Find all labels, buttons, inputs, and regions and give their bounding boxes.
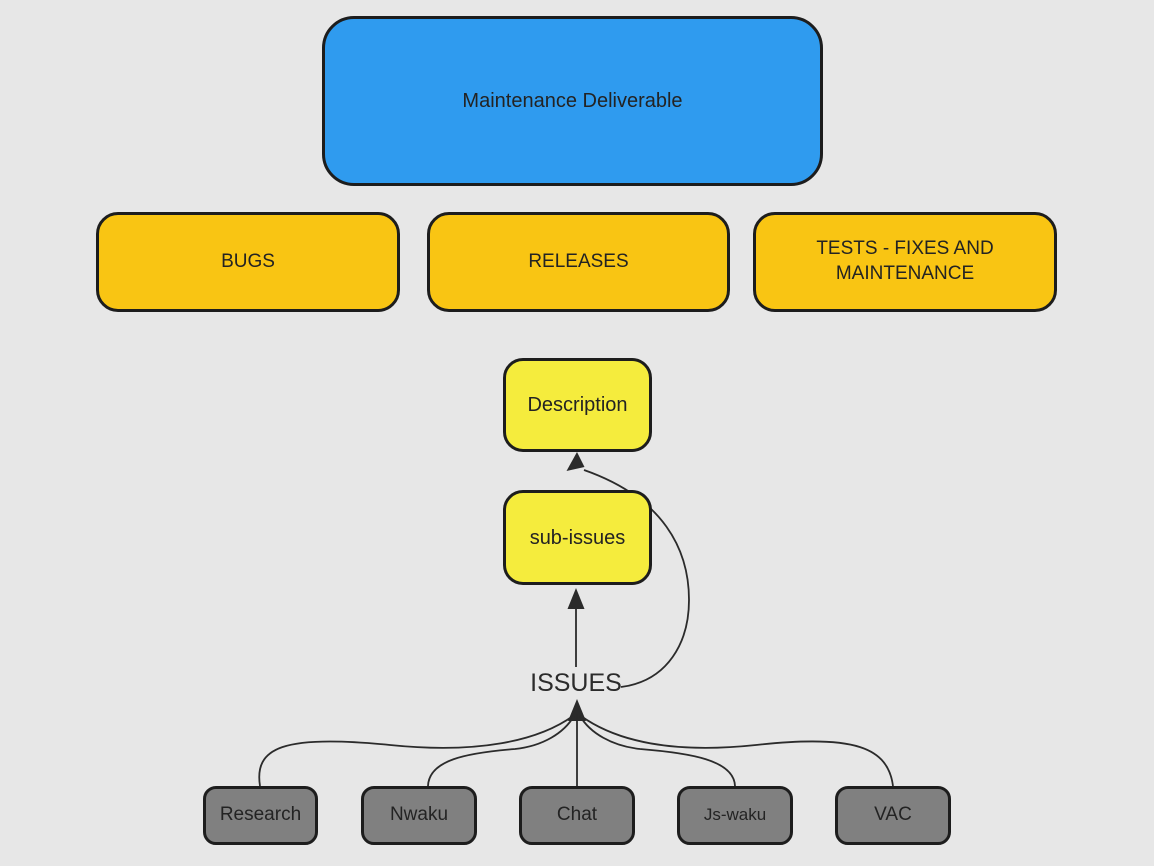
node-tests-fixes-maintenance-label: TESTS - FIXES AND MAINTENANCE xyxy=(816,238,994,284)
node-chat: Chat xyxy=(519,786,635,845)
connector-jswaku-issues xyxy=(579,715,736,787)
node-tests-fixes-maintenance: TESTS - FIXES AND MAINTENANCE xyxy=(753,212,1057,312)
node-nwaku-label: Nwaku xyxy=(389,804,449,826)
node-bugs: BUGS xyxy=(96,212,400,312)
node-description-label: Description xyxy=(527,394,628,416)
node-research-label: Research xyxy=(219,804,302,826)
node-js-waku: Js-waku xyxy=(677,786,793,845)
node-research: Research xyxy=(203,786,318,845)
node-description: Description xyxy=(503,358,652,452)
arrowhead-description xyxy=(566,452,585,471)
node-maintenance-deliverable-label: Maintenance Deliverable xyxy=(462,90,683,112)
connector-nwaku-issues xyxy=(427,715,575,787)
node-chat-label: Chat xyxy=(556,804,598,826)
node-bugs-label: BUGS xyxy=(221,250,275,272)
issues-label: ISSUES xyxy=(530,669,622,697)
node-js-waku-label: Js-waku xyxy=(703,805,767,825)
connector-vac-issues xyxy=(580,715,894,787)
node-vac-label: VAC xyxy=(874,804,912,826)
node-releases: RELEASES xyxy=(427,212,730,312)
node-nwaku: Nwaku xyxy=(361,786,477,845)
node-sub-issues: sub-issues xyxy=(503,490,652,585)
arrowhead-issues xyxy=(568,699,586,721)
node-maintenance-deliverable: Maintenance Deliverable xyxy=(322,16,823,186)
connector-research-issues xyxy=(258,715,574,787)
node-releases-label: RELEASES xyxy=(528,250,629,272)
node-sub-issues-label: sub-issues xyxy=(529,526,626,549)
node-vac: VAC xyxy=(835,786,951,845)
arrowhead-subissues xyxy=(567,588,585,609)
